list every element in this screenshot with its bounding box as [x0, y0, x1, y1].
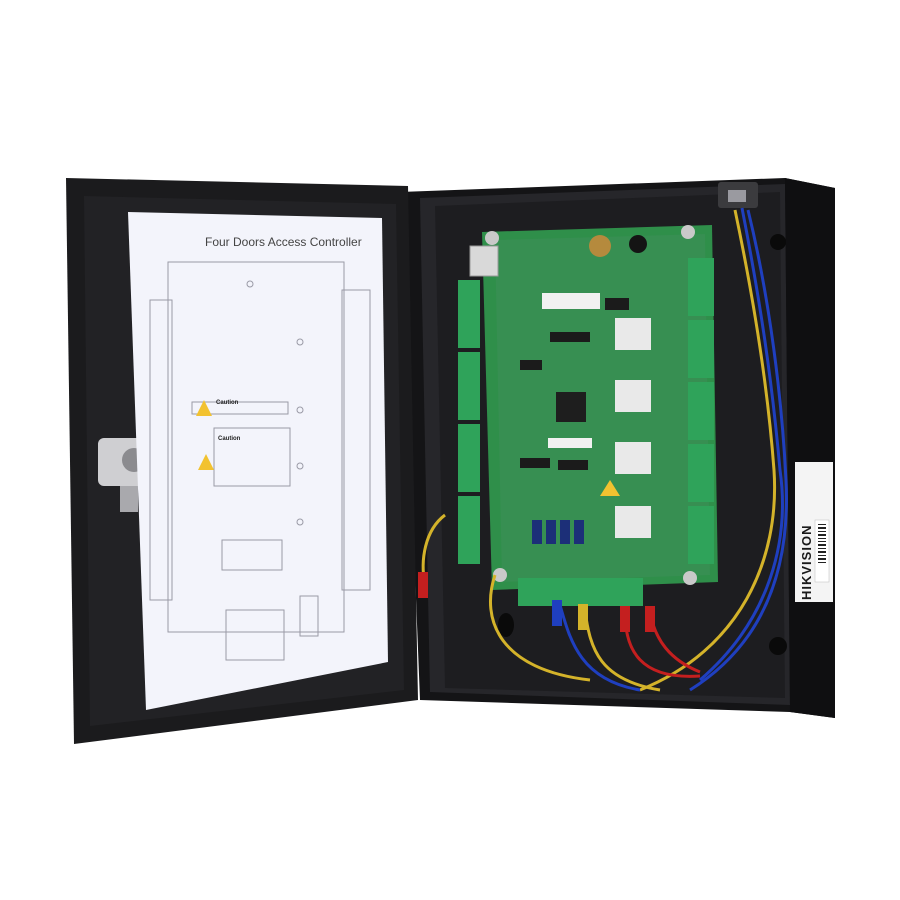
wiring: [421, 207, 788, 692]
cpu-chip: [556, 392, 586, 422]
wire-lugs: [418, 572, 655, 632]
terminal-strip-bottom: [518, 578, 643, 606]
warning-icon: [196, 400, 212, 416]
brand-label: HIKVISION: [799, 525, 814, 600]
terminal-strip-right: [688, 258, 714, 564]
caution-label: Caution: [216, 400, 239, 406]
diagram-title: Four Doors Access Controller: [205, 235, 362, 249]
warning-icon: [198, 454, 214, 470]
caution-label: Caution: [218, 436, 241, 442]
buzzer: [629, 235, 647, 253]
mounting-hole: [498, 613, 514, 637]
capacitor: [589, 235, 611, 257]
relay-block: [615, 318, 651, 538]
terminal-strip-left: [458, 280, 480, 564]
wiring-diagram-sheet: Four Doors Access Controller Caution Cau…: [128, 212, 388, 710]
brand-sticker: HIKVISION: [795, 462, 833, 602]
circuit-board: [458, 225, 718, 606]
mounting-hole: [769, 637, 787, 655]
mounting-hole: [770, 234, 786, 250]
rj45-port: [469, 245, 499, 277]
